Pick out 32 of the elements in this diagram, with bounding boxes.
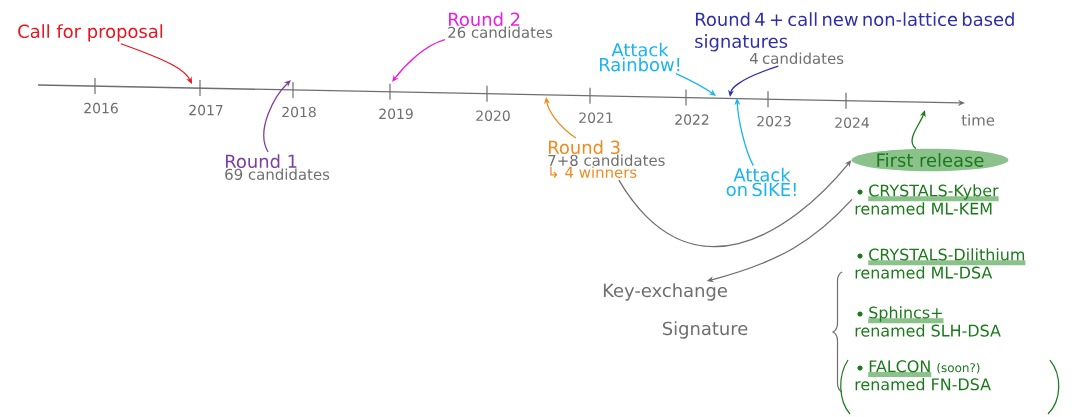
- annotation-text: Round 3 7+8 candidates ↳ 4 winners: [548, 140, 665, 178]
- arrow: [392, 39, 446, 82]
- year-label: 2017: [189, 104, 223, 116]
- algorithm-item: CRYSTALS-Dilithium renamed ML-DSA: [855, 248, 1026, 279]
- arrow: [675, 72, 716, 96]
- arrow: [120, 43, 192, 84]
- year-label: 2021: [579, 112, 613, 123]
- release-badge: First release: [851, 148, 1009, 172]
- annotation-text: Round 4 + call new non-lattice based signatures 4 candidates: [695, 12, 1014, 65]
- arrow: [618, 160, 852, 248]
- annotation-text: Signature: [662, 321, 748, 339]
- arrow: [734, 98, 754, 167]
- year-label: 2019: [379, 108, 413, 120]
- annotation-text: Round 2 26 candidates: [448, 12, 553, 38]
- arrow: [911, 110, 926, 150]
- year-label: 2022: [675, 114, 709, 125]
- algorithm-item: CRYSTALS-Kyber renamed ML-KEM: [855, 184, 999, 215]
- year-label: 2018: [282, 106, 316, 118]
- arrow: [544, 97, 577, 139]
- year-label: 2020: [476, 110, 510, 121]
- algorithm-item: FALCON (soon?) renamed FN-DSA: [855, 360, 991, 391]
- algorithm-item: Sphincs+ renamed SLH-DSA: [855, 306, 1001, 337]
- axis-label: time: [961, 114, 995, 126]
- annotation-text: Call for proposal: [18, 24, 163, 42]
- year-label: 2024: [835, 117, 869, 128]
- year-label: 2023: [757, 115, 791, 127]
- annotation-text: Round 1 69 candidates: [225, 154, 330, 180]
- annotation-text: Attack Rainbow!: [599, 42, 680, 72]
- year-label: 2016: [84, 102, 118, 114]
- annotation-text: Key-exchange: [603, 283, 727, 301]
- annotation-text: Attack on SIKE!: [726, 167, 796, 197]
- arrow: [263, 80, 291, 153]
